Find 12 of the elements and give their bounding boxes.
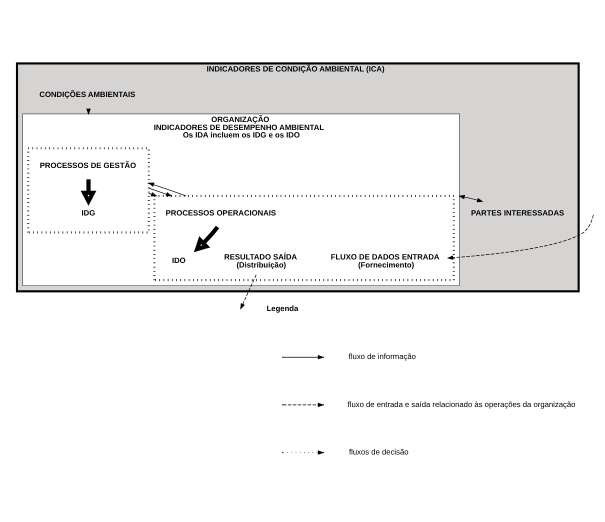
node-text: RESULTADO SAÍDA (Distribuição): [224, 252, 298, 269]
node-text: FLUXO DE DADOS ENTRADA (Fornecimento): [330, 252, 440, 269]
node-text: PARTES INTERESSADAS: [471, 208, 564, 217]
node-text: IDG: [82, 208, 96, 217]
node-text: PROCESSOS OPERACIONAIS: [166, 208, 276, 217]
node-text: PROCESSOS DE GESTÃO: [40, 160, 136, 170]
legend-label: fluxo de entrada e saída relacionado às operações da organização: [348, 399, 576, 408]
label: Legenda: [266, 303, 298, 312]
node-text: IDO: [172, 256, 186, 265]
node-text: CONDIÇÕES AMBIENTAIS: [39, 89, 136, 98]
legend-label: fluxos de decisão: [349, 447, 409, 456]
legend-label: fluxo de informação: [348, 352, 416, 361]
